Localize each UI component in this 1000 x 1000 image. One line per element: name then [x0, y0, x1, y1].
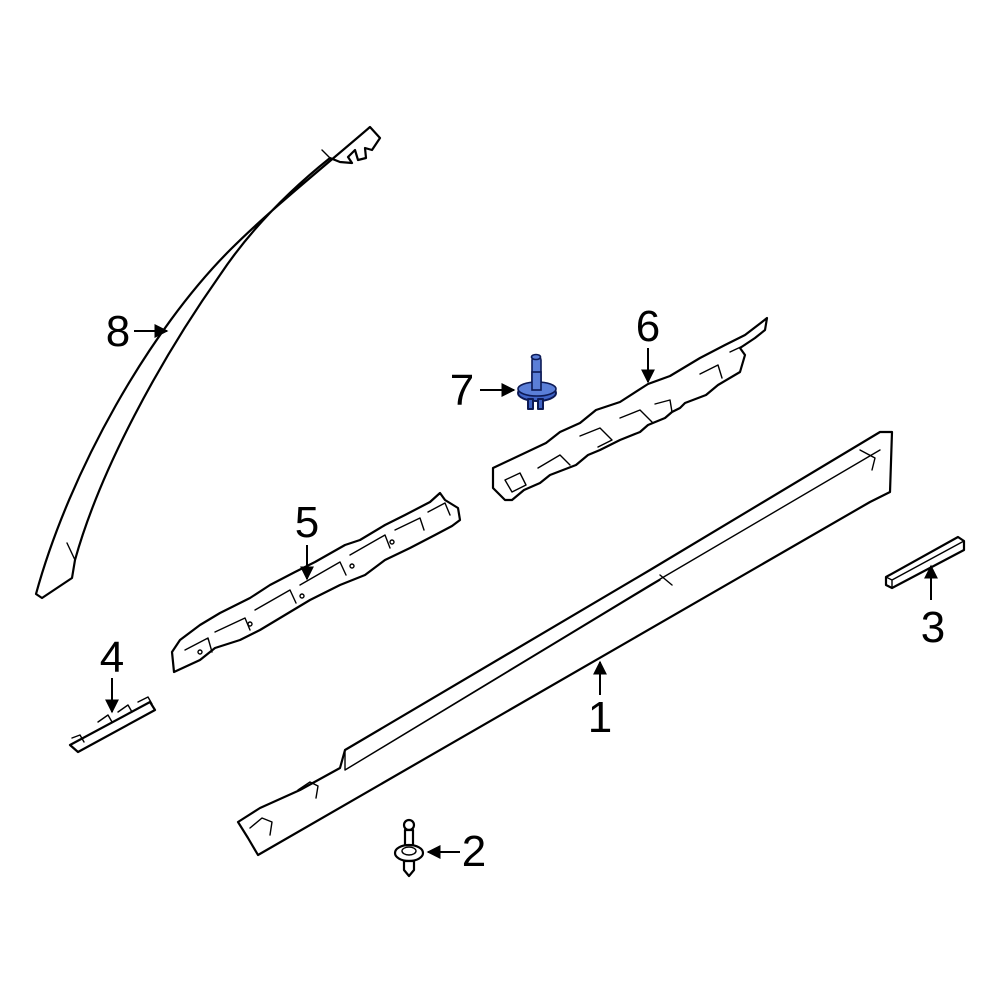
part-5-front-bracket[interactable]	[170, 491, 462, 674]
callout-2[interactable]: 2	[461, 827, 487, 876]
callout-4[interactable]: 4	[99, 633, 125, 682]
callout-7[interactable]: 7	[449, 366, 475, 415]
leader-lines	[105, 324, 938, 859]
callout-3[interactable]: 3	[920, 603, 946, 652]
part-1-rocker-molding[interactable]	[236, 430, 894, 857]
callout-8[interactable]: 8	[105, 307, 131, 356]
part-7-clip[interactable]	[517, 353, 557, 410]
callout-1[interactable]: 1	[587, 693, 613, 742]
part-8-roof-molding[interactable]	[34, 125, 382, 600]
part-4-retainer[interactable]	[68, 696, 157, 754]
part-6-rear-bracket[interactable]	[491, 316, 769, 502]
part-3-seal-strip[interactable]	[884, 535, 966, 590]
callout-6[interactable]: 6	[635, 302, 661, 351]
part-2-push-pin[interactable]	[393, 818, 425, 878]
callout-5[interactable]: 5	[294, 498, 320, 547]
